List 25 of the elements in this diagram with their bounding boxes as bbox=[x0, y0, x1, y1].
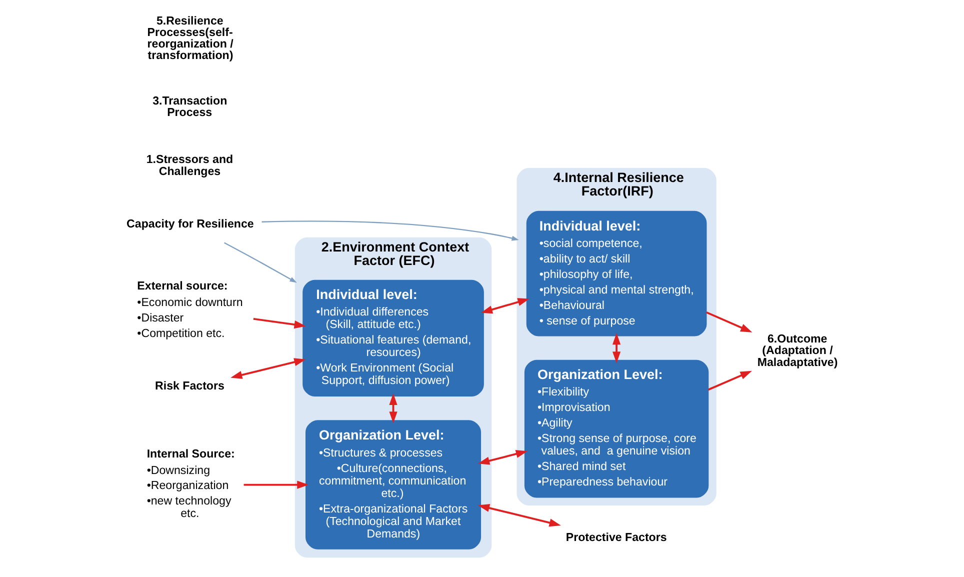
arrow bbox=[480, 298, 530, 314]
label: 3.Transaction Process bbox=[152, 95, 228, 119]
node-box: Organization Level: •Flexibility •Improvisation •Agility •Strong sense of purpose, core values, and a genuine vision •Shared mind set •Preparedness behaviour bbox=[524, 360, 709, 498]
node-box: Organization Level: •Structures & processes •Culture(connections, commitment, communication etc.) •Extra-organizational Factors (Technological and Market Demands) bbox=[306, 420, 482, 550]
label: 5.Resilience Processes(self-reorganization / transformation) bbox=[147, 15, 234, 62]
label: 1.Stressors and Challenges bbox=[146, 154, 234, 178]
arrow bbox=[230, 358, 306, 379]
arrow bbox=[244, 480, 309, 489]
arrow bbox=[389, 393, 398, 424]
arrow bbox=[478, 450, 528, 465]
arrow bbox=[262, 220, 519, 241]
node-text: 6.Outcome (Adaptation / Maladaptative) bbox=[757, 334, 838, 369]
node-text: Capacity for Resilience bbox=[126, 218, 254, 230]
arrow bbox=[253, 318, 306, 329]
node-text: Internal Source: •Downsizing •Reorganization •new technology etc. bbox=[146, 448, 235, 520]
node-text: Protective Factors bbox=[566, 532, 667, 544]
node-text: External source: •Economic downturn •Disaster •Competition etc. bbox=[137, 280, 243, 340]
node-text: Risk Factors bbox=[155, 380, 224, 392]
arrow bbox=[224, 242, 297, 283]
node-box: Individual level: •Individual differences (Skill, attitude etc.) •Situational features (demand, resources) •Work Environment (Social Support, diffusion power) bbox=[302, 280, 484, 397]
arrow bbox=[478, 504, 561, 527]
arrow bbox=[706, 312, 752, 332]
arrow bbox=[612, 332, 621, 364]
arrow bbox=[708, 370, 752, 391]
node-box: Individual level: •social competence, •ability to act/ skill •philosophy of life, •physical and mental strength, •Behavioural • sense of purpose bbox=[526, 210, 707, 336]
